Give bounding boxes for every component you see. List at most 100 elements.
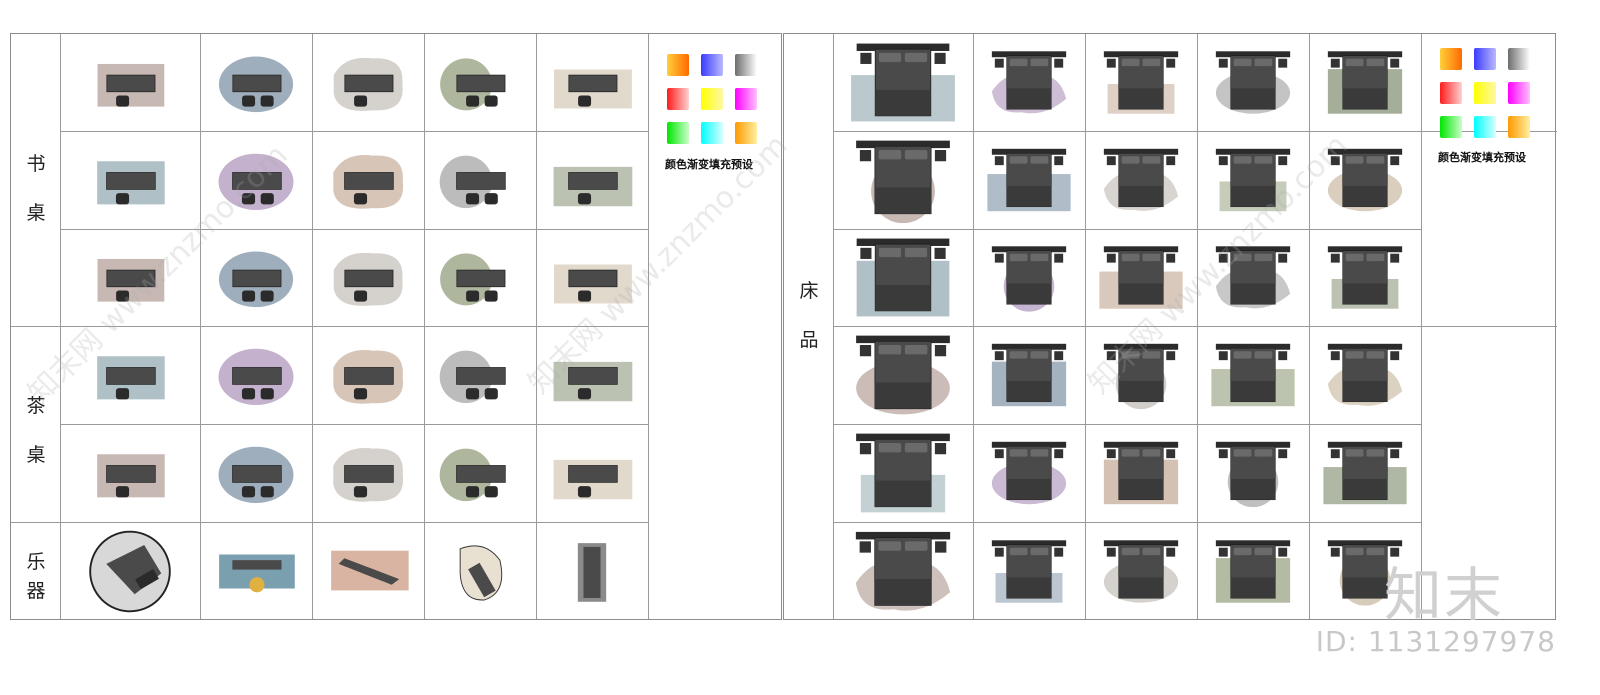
grid-line bbox=[60, 229, 648, 230]
bed-tile bbox=[1089, 526, 1193, 617]
bed-tile bbox=[1313, 330, 1417, 420]
tea-table-tile bbox=[204, 428, 308, 518]
tea-table-tile-drawing bbox=[218, 348, 294, 405]
desk-tile-drawing bbox=[440, 58, 506, 111]
gradient-swatch[interactable] bbox=[735, 54, 757, 76]
bed-tile bbox=[1313, 38, 1417, 127]
bed-tile bbox=[1313, 233, 1417, 322]
category-label-instrument: 乐 器 bbox=[26, 551, 46, 602]
tea-table-tile bbox=[316, 428, 420, 518]
desk-tile bbox=[316, 38, 420, 127]
grid-line bbox=[833, 326, 1557, 327]
gradient-swatch[interactable] bbox=[735, 122, 757, 144]
gradient-swatch[interactable] bbox=[667, 122, 689, 144]
tea-table-tile bbox=[540, 428, 644, 518]
desk-tile bbox=[428, 38, 532, 127]
desk-tile bbox=[540, 135, 644, 225]
grid-line bbox=[833, 424, 1421, 425]
grid-line bbox=[60, 131, 648, 132]
desk-tile-drawing bbox=[333, 252, 403, 306]
instrument-tile bbox=[540, 526, 644, 617]
gradient-swatch[interactable] bbox=[1508, 82, 1530, 104]
tea-table-tile bbox=[64, 330, 196, 420]
tea-table-tile bbox=[64, 428, 196, 518]
asset-id-label: ID: 1131297978 bbox=[1315, 625, 1556, 658]
desk-tile bbox=[428, 135, 532, 225]
bed-tile-drawing bbox=[856, 238, 950, 317]
bed-tile-drawing bbox=[1103, 51, 1179, 114]
bed-tile-drawing bbox=[991, 246, 1067, 312]
bed-tile-drawing bbox=[1327, 343, 1403, 406]
tea-table-tile-drawing bbox=[439, 350, 506, 404]
desk-tile-drawing bbox=[553, 264, 632, 304]
bed-tile-drawing bbox=[1215, 51, 1291, 114]
bed-tile-drawing bbox=[991, 540, 1067, 603]
desk-tile bbox=[316, 135, 420, 225]
bed-tile-drawing bbox=[987, 148, 1071, 212]
bed-tile bbox=[837, 428, 969, 518]
instrument-tile-drawing bbox=[89, 530, 171, 613]
bed-tile-drawing bbox=[1327, 148, 1403, 212]
gradient-swatch[interactable] bbox=[1474, 82, 1496, 104]
bed-tile-drawing bbox=[1327, 540, 1403, 606]
instrument-tile-drawing bbox=[577, 543, 607, 602]
gradient-swatch[interactable] bbox=[1474, 116, 1496, 138]
instrument-tile bbox=[204, 526, 308, 617]
desk-tile-drawing bbox=[97, 161, 165, 205]
tea-table-tile-drawing bbox=[439, 448, 506, 502]
gradient-swatch[interactable] bbox=[1508, 48, 1530, 70]
bed-tile bbox=[837, 135, 969, 225]
bed-tile-drawing bbox=[855, 531, 951, 611]
bed-tile bbox=[837, 330, 969, 420]
desk-tile bbox=[64, 38, 196, 127]
desk-tile-drawing bbox=[440, 253, 506, 306]
gradient-swatch[interactable] bbox=[667, 54, 689, 76]
bed-tile bbox=[1313, 428, 1417, 518]
desk-tile-drawing bbox=[439, 155, 506, 209]
gradient-swatch[interactable] bbox=[1440, 82, 1462, 104]
gradient-swatch[interactable] bbox=[701, 88, 723, 110]
bed-tile bbox=[837, 526, 969, 617]
bed-tile bbox=[1201, 330, 1305, 420]
gradient-swatch[interactable] bbox=[1508, 116, 1530, 138]
bed-tile-drawing bbox=[1323, 441, 1407, 505]
gradient-swatch[interactable] bbox=[1440, 116, 1462, 138]
tea-table-tile bbox=[428, 330, 532, 420]
gradient-swatch[interactable] bbox=[735, 88, 757, 110]
desk-tile-drawing bbox=[218, 153, 294, 210]
bed-tile-drawing bbox=[991, 51, 1067, 114]
tea-table-tile bbox=[316, 330, 420, 420]
desk-tile-drawing bbox=[97, 63, 165, 107]
gradient-swatch[interactable] bbox=[701, 122, 723, 144]
gradient-swatch[interactable] bbox=[701, 54, 723, 76]
gradient-swatch[interactable] bbox=[667, 88, 689, 110]
bed-tile bbox=[977, 233, 1081, 322]
instrument-tile-drawing bbox=[331, 550, 409, 591]
bed-tile bbox=[977, 330, 1081, 420]
gradient-swatch[interactable] bbox=[1474, 48, 1496, 70]
bed-tile-drawing bbox=[1103, 343, 1179, 410]
tea-table-tile bbox=[428, 428, 532, 518]
grid-line bbox=[11, 522, 648, 523]
category-label-desk: 书 桌 bbox=[26, 153, 46, 224]
instrument-tile bbox=[316, 526, 420, 617]
gradient-swatch[interactable] bbox=[1440, 48, 1462, 70]
tea-table-tile-drawing bbox=[97, 454, 165, 498]
desk-tile bbox=[540, 38, 644, 127]
tea-table-tile-drawing bbox=[333, 448, 404, 502]
tea-table-tile-drawing bbox=[553, 459, 633, 500]
bed-tile bbox=[977, 38, 1081, 127]
desk-tile-drawing bbox=[553, 69, 632, 109]
tea-table-tile-drawing bbox=[218, 446, 294, 503]
bed-tile-drawing bbox=[856, 140, 950, 224]
bed-tile-drawing bbox=[1103, 441, 1179, 505]
bed-tile bbox=[977, 526, 1081, 617]
right-catalog-panel: 床 品 颜色渐变填充预设 bbox=[783, 33, 1557, 620]
grid-line bbox=[833, 131, 1557, 132]
desk-tile-drawing bbox=[218, 251, 294, 308]
category-label-bedding: 床 品 bbox=[799, 280, 819, 351]
bed-tile bbox=[1313, 526, 1417, 617]
instrument-tile-drawing bbox=[459, 545, 503, 601]
bed-tile bbox=[1201, 135, 1305, 225]
grid-line bbox=[833, 229, 1421, 230]
